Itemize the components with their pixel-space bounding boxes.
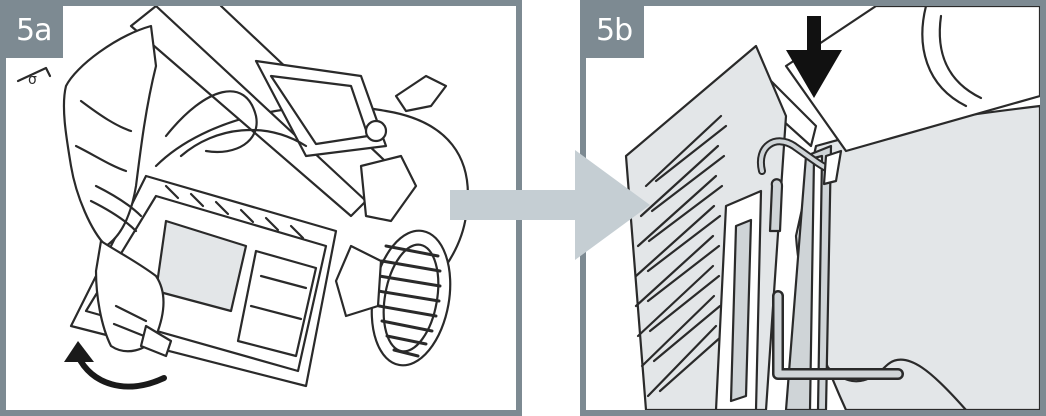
- panel-5a-label: 5a: [6, 6, 64, 58]
- right-arrow-icon: [450, 150, 650, 260]
- panel-5b: 5b: [580, 0, 1046, 416]
- svg-text:σ: σ: [28, 72, 37, 88]
- mower-illustration: σ: [16, 6, 469, 390]
- catcher-detail-illustration: [624, 6, 1040, 410]
- down-arrow-icon: [786, 16, 842, 98]
- panel-5a: 5a: [0, 0, 522, 416]
- curved-arrow-icon: [64, 341, 167, 390]
- panel-5b-label: 5b: [586, 6, 645, 58]
